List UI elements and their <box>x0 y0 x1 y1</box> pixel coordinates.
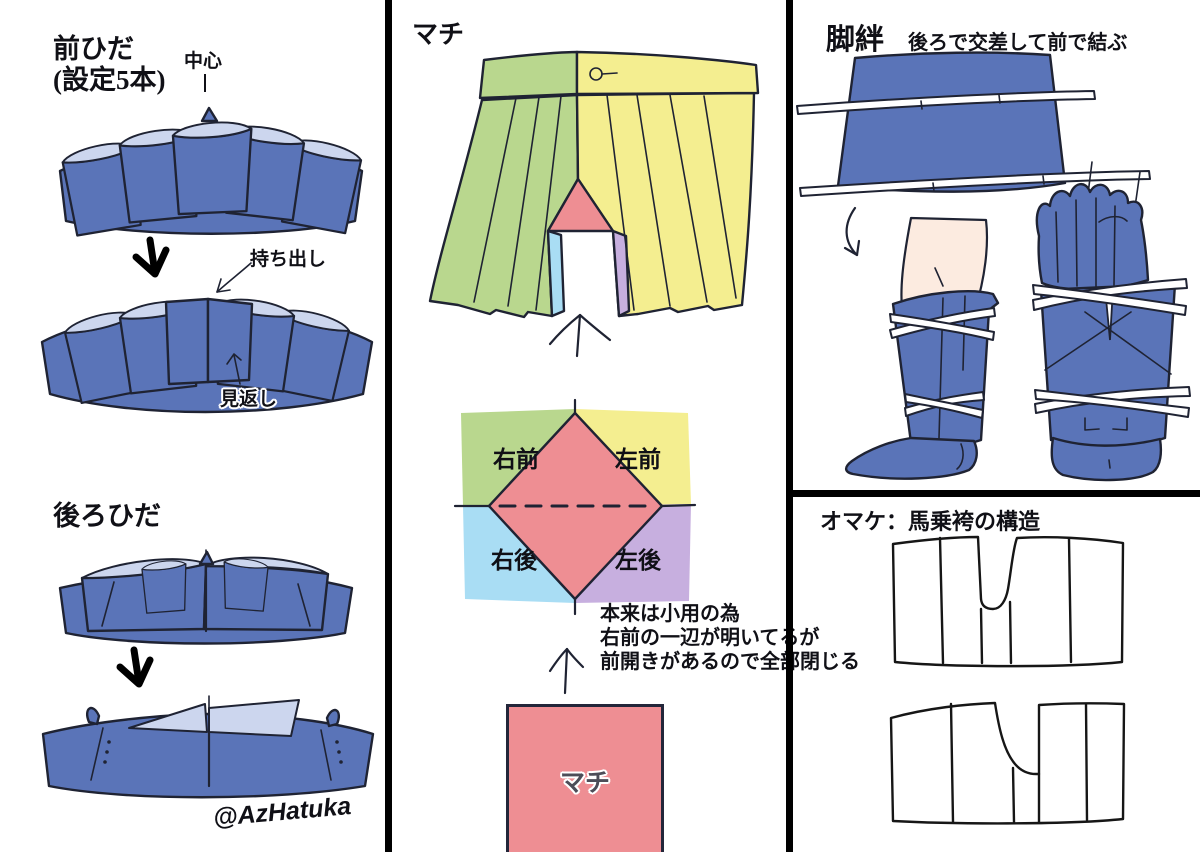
lower-back-tie-cross <box>1034 389 1190 418</box>
pattern-front-drawing <box>891 535 1125 668</box>
foot <box>844 436 978 480</box>
wrap-fabric-panel <box>836 51 1067 193</box>
ear-flap-left <box>85 706 101 726</box>
quadrant-label-left-front: 左前 <box>615 446 661 472</box>
quadrant-label-right-back: 右後 <box>491 547 537 573</box>
down-arrow-icon <box>116 646 154 688</box>
lower-cord <box>799 170 1151 197</box>
pattern-outline <box>889 701 1126 825</box>
hakama-skirt-drawing <box>428 50 760 358</box>
up-arrow-icon <box>548 647 585 695</box>
skirt-right-body <box>575 91 756 318</box>
front-pleats-title-line1: 前ひだ <box>53 34 134 64</box>
front-pleats-title-line2: (設定5本) <box>53 65 166 95</box>
fold-swoosh <box>1098 215 1128 223</box>
heel <box>1050 436 1163 482</box>
open-pleat-left-lining <box>128 703 208 733</box>
back-pleats-title: 後ろひだ <box>53 501 161 531</box>
gather-fold-lines <box>1055 197 1116 288</box>
gusset-square-label: マチ <box>559 769 610 797</box>
pleat-lines-left <box>473 95 562 311</box>
heel-mark <box>1108 459 1111 469</box>
gusset-square: マチ <box>506 704 664 852</box>
divider-horizontal <box>786 490 1200 497</box>
up-arrow-icon <box>548 313 612 358</box>
panel-map-diagram <box>453 398 697 616</box>
lower-cord-ticks <box>932 175 1045 192</box>
quadrant-label-left-back: 左後 <box>615 547 661 573</box>
hook-icon <box>589 67 618 81</box>
gusset-triangle <box>546 177 615 233</box>
upper-cord <box>796 90 1096 115</box>
kyahan-drawing <box>796 51 1191 482</box>
center-label: 中心 <box>184 51 223 72</box>
construction-note-line3: 前開きがあるので全部閉じる <box>600 651 860 673</box>
knee-crease <box>934 267 944 287</box>
waistband-right <box>575 50 760 96</box>
wrap-overlap-lines <box>1044 311 1172 375</box>
curved-down-arrow-icon <box>843 206 861 257</box>
ankle-tie-cross <box>904 393 984 419</box>
pleat-center <box>171 121 253 216</box>
construction-note-line1: 本来は小用の為 <box>600 603 740 625</box>
waistband-left <box>478 50 579 100</box>
upper-cord-ticks <box>920 94 1001 110</box>
inner-left-panel <box>546 229 566 318</box>
front-pleats-title: 前ひだ (設定5本) <box>53 34 165 96</box>
side-horizontal-lines <box>453 503 697 508</box>
open-pleat-right-lining <box>208 699 300 737</box>
ear-flap-right <box>325 708 341 728</box>
heel-line <box>956 443 964 470</box>
center-fold-flap <box>198 550 215 566</box>
construction-note: 本来は小用の為 右前の一辺が明いてるが 前開きがあるので全部閉じる <box>600 602 860 674</box>
stitch-dots <box>103 740 343 764</box>
pattern-panel-lines <box>938 536 1073 665</box>
mikaeshi-label: 見返し <box>220 389 278 410</box>
pleat-lines-right <box>606 94 737 311</box>
back-pleats-before-drawing <box>58 549 354 645</box>
mikaeshi-arrow-icon <box>226 353 242 385</box>
flap-corners <box>1084 417 1128 431</box>
center-fold-flap <box>200 106 219 123</box>
mochidashi-tab <box>206 297 254 384</box>
fold-lines <box>101 581 311 627</box>
center-tick <box>204 74 206 92</box>
front-pleats-after-drawing <box>40 296 374 414</box>
quadrant-label-right-front: 右前 <box>493 446 539 472</box>
front-pleats-before-drawing <box>58 106 364 238</box>
mochidashi-label: 持ち出し <box>250 249 327 270</box>
leg-back-view-drawing <box>1032 161 1191 482</box>
pleat-inner-left <box>141 559 189 614</box>
pattern-outline <box>891 535 1125 668</box>
pattern-panel-lines <box>949 702 1089 824</box>
kyahan-note: 後ろで交差して前で結ぶ <box>908 32 1128 54</box>
upper-tie-cross <box>889 313 995 341</box>
pattern-back-drawing <box>889 701 1126 825</box>
pleat-inner-right <box>221 557 269 612</box>
gathered-top <box>1035 183 1150 291</box>
omake-title: オマケ：馬乗袴の構造 <box>820 509 1041 534</box>
upper-back-tie-cross <box>1032 284 1187 316</box>
leg-side-view-drawing <box>844 216 1000 480</box>
fold-lines <box>90 727 332 781</box>
machi-title: マチ <box>412 20 465 49</box>
down-arrow-icon <box>132 236 170 278</box>
kyahan-title: 脚絆 <box>826 24 885 56</box>
divider-right <box>786 0 793 852</box>
mochidashi-arrow-icon <box>216 262 252 293</box>
center-panel-left <box>164 297 210 386</box>
construction-note-line2: 右前の一辺が明いてるが <box>600 627 820 649</box>
divider-left <box>385 0 392 852</box>
back-pleats-after-drawing <box>41 695 375 799</box>
inner-right-panel <box>611 229 631 318</box>
